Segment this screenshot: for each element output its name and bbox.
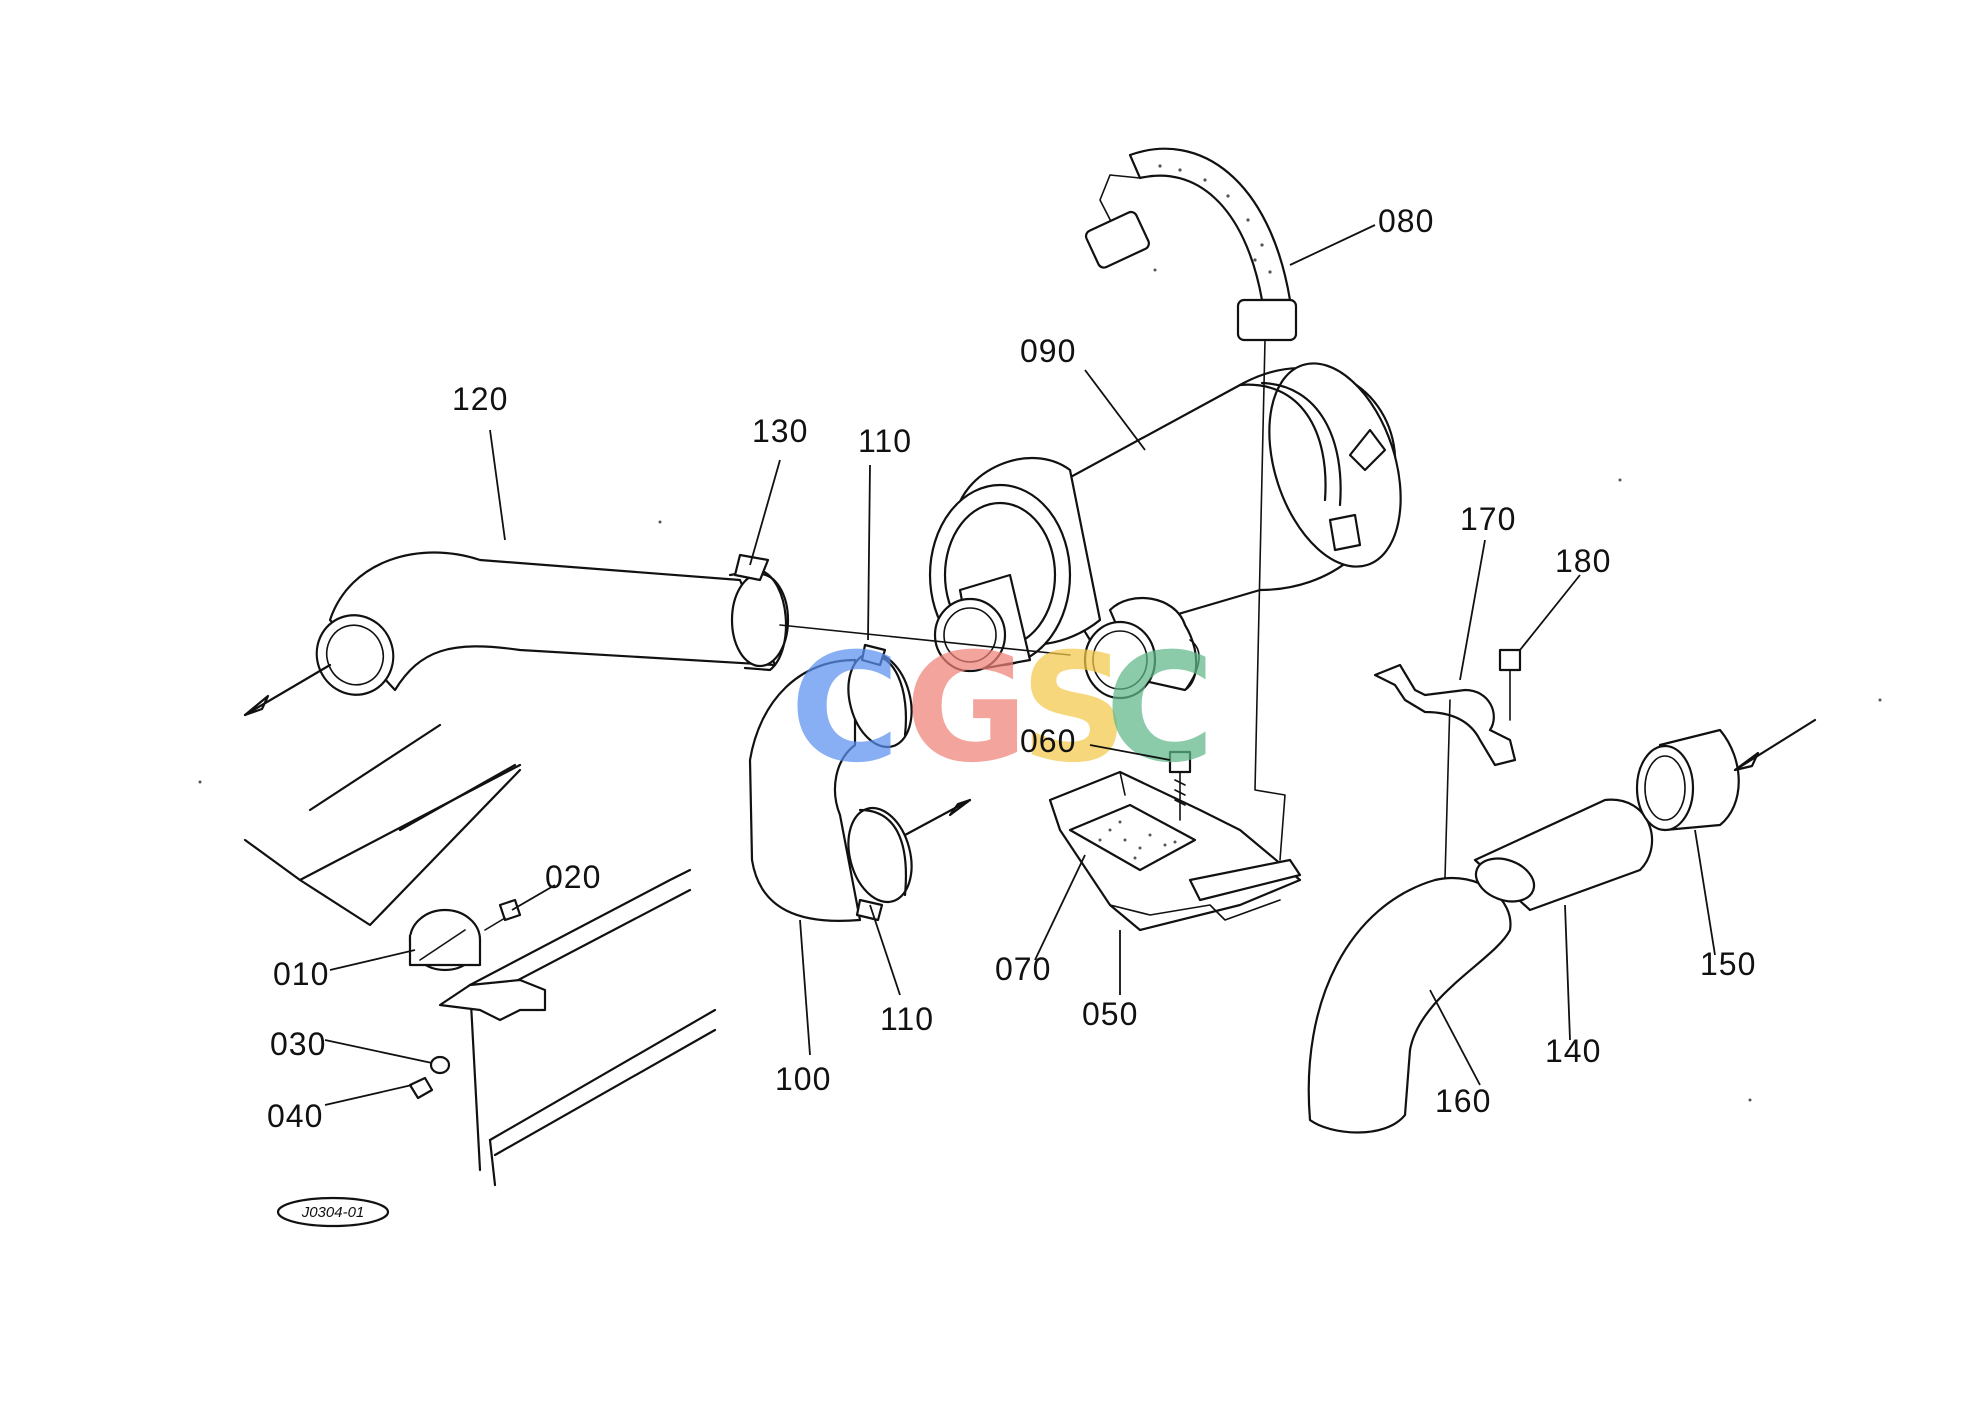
reference-code: J0304-01 bbox=[301, 1204, 365, 1221]
guide-line-160 bbox=[1444, 699, 1451, 879]
bolt-180 bbox=[1498, 648, 1522, 721]
part-label-100: 100 bbox=[775, 1061, 831, 1097]
bracket-170 bbox=[1373, 663, 1517, 767]
part-label-040: 040 bbox=[267, 1098, 323, 1134]
part-label-010: 010 bbox=[273, 956, 329, 992]
part-label-060: 060 bbox=[1020, 723, 1076, 759]
strap-band-080 bbox=[1084, 147, 1298, 342]
leader-lines bbox=[324, 224, 1716, 1106]
part-label-090: 090 bbox=[1020, 333, 1076, 369]
watermark-letter-1: C bbox=[790, 622, 900, 796]
watermark: C G S C bbox=[790, 622, 1215, 796]
part-label-150: 150 bbox=[1700, 946, 1756, 982]
guide-line-080 bbox=[1254, 339, 1286, 861]
part-label-070: 070 bbox=[995, 951, 1051, 987]
nut-040 bbox=[408, 1076, 434, 1100]
watermark-letter-4: C bbox=[1105, 622, 1215, 796]
bolt-060 bbox=[1168, 750, 1192, 821]
part-label-140: 140 bbox=[1545, 1033, 1601, 1069]
part-label-130: 130 bbox=[752, 413, 808, 449]
part-label-110-top: 110 bbox=[858, 423, 912, 459]
bolt-020 bbox=[484, 898, 522, 931]
part-label-110-bottom: 110 bbox=[880, 1001, 934, 1037]
duct-140 bbox=[1473, 798, 1654, 912]
part-label-020: 020 bbox=[545, 859, 601, 895]
part-label-120: 120 bbox=[452, 381, 508, 417]
mounting-frame-010 bbox=[243, 723, 717, 1187]
hose-120 bbox=[243, 551, 790, 717]
watermark-letter-3: S bbox=[1020, 622, 1128, 796]
part-label-050: 050 bbox=[1082, 996, 1138, 1032]
pad-070 bbox=[1068, 803, 1197, 872]
washer-030 bbox=[429, 1055, 451, 1075]
sleeve-150 bbox=[1635, 718, 1817, 832]
reference-code-badge: J0304-01 bbox=[276, 1196, 390, 1228]
scan-specks bbox=[198, 268, 1882, 1102]
part-label-170: 170 bbox=[1460, 501, 1516, 537]
part-label-180: 180 bbox=[1555, 543, 1611, 579]
part-label-080: 080 bbox=[1378, 203, 1434, 239]
part-label-030: 030 bbox=[270, 1026, 326, 1062]
watermark-letter-2: G bbox=[905, 622, 1028, 796]
air-cleaner-body-090 bbox=[928, 362, 1402, 700]
part-label-160: 160 bbox=[1435, 1083, 1491, 1119]
elbow-hose-100 bbox=[748, 624, 1071, 922]
hose-160 bbox=[1307, 877, 1512, 1134]
